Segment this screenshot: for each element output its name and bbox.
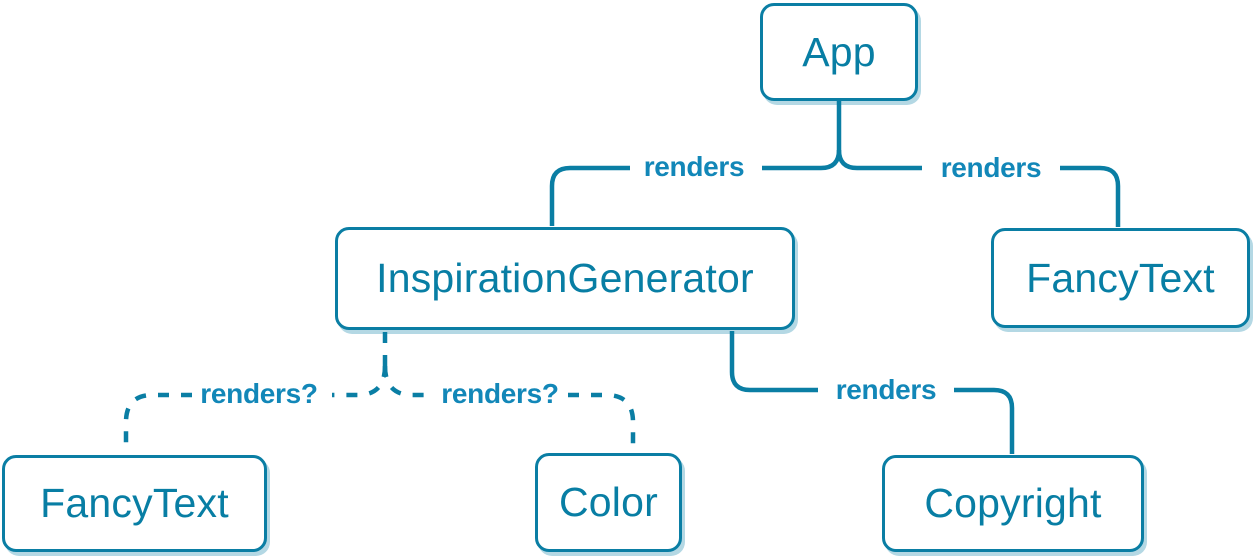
node-copyright: Copyright (882, 455, 1144, 552)
edge-inspiration-generator-to-fancy-text-right-segment (332, 365, 388, 398)
edge-inspiration-generator-to-copyright-left-segment (729, 331, 818, 393)
node-fancy-text-bottom-label: FancyText (40, 480, 229, 526)
edge-inspiration-generator-to-fancy-text-left-segment (123, 392, 192, 452)
node-color-label: Color (559, 479, 658, 525)
node-fancy-text-top: FancyText (991, 228, 1250, 328)
edge-label-app-to-fancy-text: renders (940, 152, 1042, 183)
node-app: App (760, 3, 918, 101)
edge-label-inspiration-generator-to-fancy-text: renders? (200, 378, 318, 409)
node-color: Color (535, 453, 682, 552)
node-inspiration-generator-label: InspirationGenerator (376, 255, 754, 301)
edge-app-to-inspiration-generator-left-segment (549, 165, 630, 226)
node-fancy-text-bottom: FancyText (2, 455, 267, 552)
node-copyright-label: Copyright (924, 480, 1102, 526)
edge-inspiration-generator-to-copyright-right-segment (954, 387, 1015, 454)
edge-label-inspiration-generator-to-copyright: renders (835, 374, 937, 405)
edge-inspiration-generator-to-color-left-segment (382, 365, 432, 398)
edge-app-to-fancy-text-left-segment (836, 149, 922, 171)
node-inspiration-generator: InspirationGenerator (335, 227, 795, 330)
node-fancy-text-top-label: FancyText (1026, 254, 1215, 301)
edge-app-to-fancy-text-right-segment (1060, 165, 1121, 227)
edge-app-to-inspiration-generator-right-segment (762, 149, 842, 171)
edge-inspiration-generator-to-color-right-segment (568, 392, 636, 450)
node-app-label: App (802, 28, 876, 75)
edge-label-app-to-inspiration-generator: renders (643, 151, 745, 182)
edge-label-inspiration-generator-to-color: renders? (441, 378, 559, 409)
